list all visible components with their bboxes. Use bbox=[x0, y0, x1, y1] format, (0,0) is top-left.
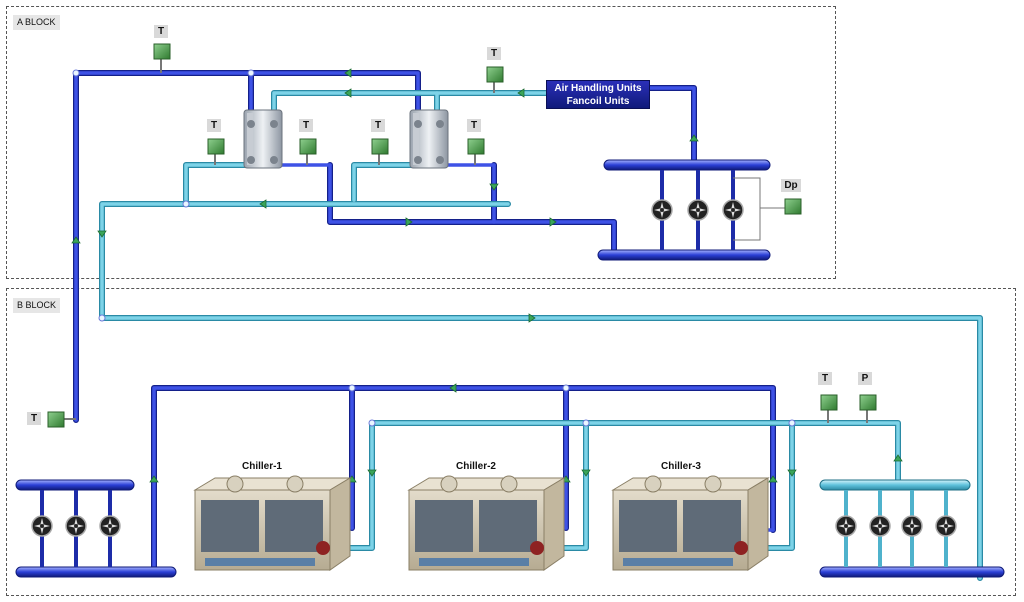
b-block-label: B BLOCK bbox=[13, 298, 61, 313]
ahu-fancoil-box[interactable]: Air Handling Units Fancoil Units bbox=[546, 80, 650, 109]
chiller-3-unit bbox=[611, 475, 770, 571]
pump-icon bbox=[687, 199, 709, 221]
pumps bbox=[31, 199, 957, 537]
pump-icon bbox=[901, 515, 923, 537]
pump-icon bbox=[31, 515, 53, 537]
ahu-label: Air Handling Units bbox=[554, 83, 642, 94]
temperature-sensor-icon bbox=[153, 43, 171, 73]
a-block-frame bbox=[6, 6, 836, 279]
pressure-sensor-icon bbox=[859, 394, 877, 423]
temperature-sensor-icon bbox=[820, 394, 838, 423]
sensor-label-t: T bbox=[487, 47, 501, 60]
pump-icon bbox=[835, 515, 857, 537]
a-block-supply-pipes bbox=[73, 70, 697, 423]
temperature-sensor-icon bbox=[467, 138, 485, 165]
sensor-label-t: T bbox=[467, 119, 481, 132]
chiller-1-label: Chiller-1 bbox=[241, 461, 282, 472]
sensor-label-t: T bbox=[207, 119, 221, 132]
chiller-1-unit bbox=[193, 475, 352, 571]
heat-exchanger-2 bbox=[409, 109, 449, 169]
sensor-label-t: T bbox=[371, 119, 385, 132]
pump-icon bbox=[651, 199, 673, 221]
pipe-joints bbox=[72, 69, 796, 427]
sensor-label-t: T bbox=[154, 25, 168, 38]
temperature-sensor-icon bbox=[207, 138, 225, 165]
differential-pressure-sensor-icon bbox=[784, 198, 802, 215]
flow-markers bbox=[71, 68, 903, 483]
pump-icon bbox=[65, 515, 87, 537]
chiller-3-label: Chiller-3 bbox=[660, 461, 701, 472]
fancoil-label: Fancoil Units bbox=[566, 96, 630, 107]
a-block-label: A BLOCK bbox=[13, 15, 60, 30]
temperature-sensor-icon bbox=[486, 66, 504, 93]
chiller-2-unit bbox=[407, 475, 566, 571]
sensor-label-p: P bbox=[858, 372, 872, 385]
pump-icon bbox=[935, 515, 957, 537]
sensors bbox=[47, 43, 877, 428]
b-block-frame bbox=[6, 288, 1016, 596]
pump-icon bbox=[722, 199, 744, 221]
sensor-label-t: T bbox=[299, 119, 313, 132]
heat-exchanger-1 bbox=[243, 109, 283, 169]
temperature-sensor-icon bbox=[47, 411, 76, 428]
temperature-sensor-icon bbox=[371, 138, 389, 165]
temperature-sensor-icon bbox=[299, 138, 317, 165]
pump-icon bbox=[99, 515, 121, 537]
sensor-label-t: T bbox=[818, 372, 832, 385]
sensor-label-t: T bbox=[27, 412, 41, 425]
sensor-label-dp: Dp bbox=[781, 179, 801, 192]
pump-icon bbox=[869, 515, 891, 537]
chiller-2-label: Chiller-2 bbox=[455, 461, 496, 472]
